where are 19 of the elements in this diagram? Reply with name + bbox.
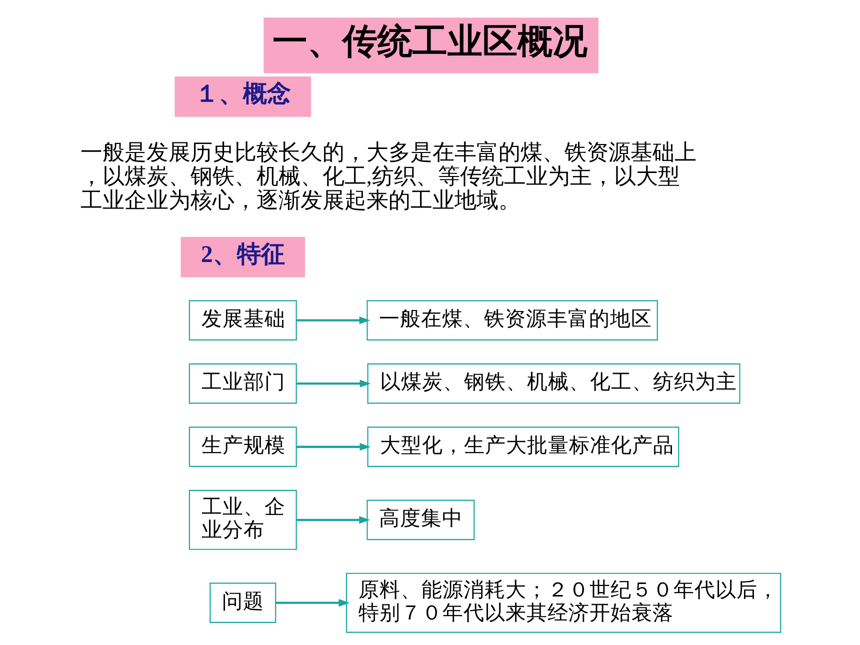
node-box: 生产规模 (188, 426, 296, 468)
node-box: 工业、企业分布 (188, 490, 296, 550)
diagram-title: 一、传统工业区概况 (272, 22, 587, 62)
node-box: 一般在煤、铁资源丰富的地区 (366, 300, 658, 340)
arrow (296, 380, 370, 388)
label: 一般是发展历史比较长久的，大多是在丰富的煤、铁资源基础上，以煤炭、钢铁、机械、化工,纺织、等传统工业为主，以大型工业企业为核心，逐渐发展起来的工业地域。 (80, 140, 696, 212)
arrow (275, 599, 350, 607)
node-box: １、概念 (174, 76, 311, 117)
node-box: 大型化，生产大批量标准化产品 (366, 426, 679, 468)
arrow (296, 516, 370, 524)
node-box: 高度集中 (366, 500, 474, 540)
arrow (296, 443, 370, 451)
node-box: 工业部门 (188, 363, 296, 404)
node-box: 2、特征 (180, 236, 305, 278)
node-box: 原料、能源消耗大；２０世纪５０年代以后，特别７０年代以来其经济开始衰落 (345, 572, 781, 633)
node-box: 以煤炭、钢铁、机械、化工、纺织为主 (366, 363, 740, 404)
arrow (296, 316, 370, 324)
node-box: 发展基础 (188, 300, 296, 340)
node-box: 问题 (209, 582, 276, 623)
